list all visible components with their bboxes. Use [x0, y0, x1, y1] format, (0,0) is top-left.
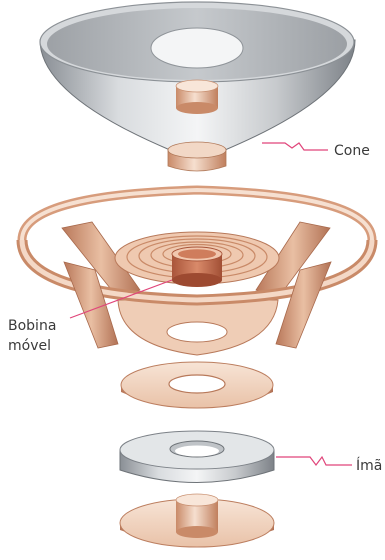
coil-label-line1: Bobina — [8, 318, 56, 334]
magnet-pointer-line — [276, 457, 352, 465]
voice-coil — [172, 247, 222, 287]
back-plate-pole-piece — [120, 494, 274, 547]
speaker-cone — [40, 2, 355, 171]
magnet-label: Ímã — [356, 457, 382, 474]
coil-label-line2: móvel — [8, 338, 51, 354]
label-cone: Cone — [262, 143, 370, 159]
magnet — [120, 431, 274, 483]
top-plate-washer — [121, 362, 273, 409]
cone-pointer-line — [262, 143, 328, 150]
cone-label: Cone — [334, 143, 370, 159]
label-magnet: Ímã — [276, 457, 382, 474]
